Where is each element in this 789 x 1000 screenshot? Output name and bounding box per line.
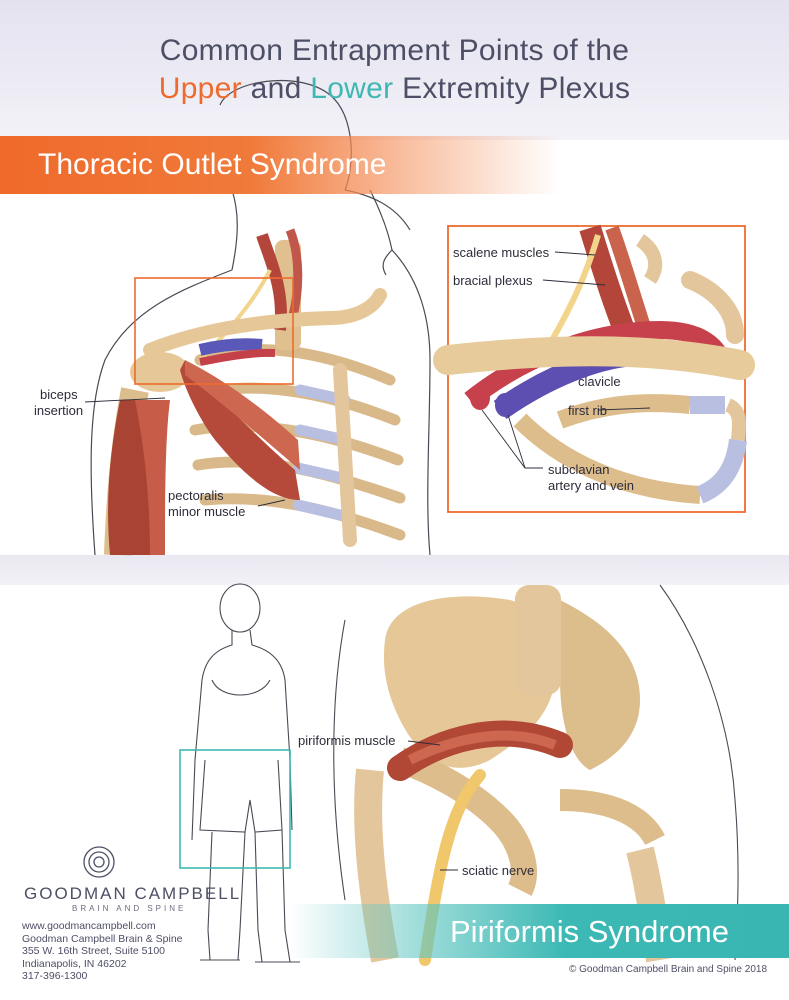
label-bracial-plexus: bracial plexus <box>453 273 533 288</box>
title-and: and <box>250 72 302 105</box>
logo-subtitle: BRAIN AND SPINE <box>72 904 187 913</box>
copyright-notice: © Goodman Campbell Brain and Spine 2018 <box>568 964 767 975</box>
page-title-line2: Upper and Lower Extremity Plexus <box>0 72 789 106</box>
muscles <box>108 360 300 555</box>
section-divider-band <box>0 555 789 585</box>
logo-name: GOODMAN CAMPBELL <box>24 884 242 903</box>
section-title-piriformis: Piriformis Syndrome <box>449 914 729 949</box>
label-biceps-insertion: biceps insertion <box>34 387 84 418</box>
label-pectoralis-minor: pectoralis minor muscle <box>168 488 246 519</box>
phone-number: 317-396-1300 <box>22 970 88 982</box>
label-first-rib: first rib <box>568 403 607 418</box>
section-banner-piriformis: Piriformis Syndrome <box>289 904 789 958</box>
label-sciatic-nerve: sciatic nerve <box>462 863 535 878</box>
address-block: www.goodmancampbell.com Goodman Campbell… <box>22 920 183 982</box>
title-upper: Upper <box>158 72 242 105</box>
header-background <box>0 0 789 140</box>
section-title-thoracic: Thoracic Outlet Syndrome <box>38 148 387 181</box>
zoom-region-box-lower <box>179 749 291 869</box>
pelvis-bones <box>354 585 674 966</box>
title-rest: Extremity Plexus <box>402 72 631 105</box>
leader-lines-lower <box>407 740 458 871</box>
website-link[interactable]: www.goodmancampbell.com <box>22 920 156 932</box>
label-scalene-muscles: scalene muscles <box>453 245 550 260</box>
label-subclavian: subclavian artery and vein <box>548 462 634 493</box>
section-banner-thoracic: Thoracic Outlet Syndrome <box>0 136 560 194</box>
zoom-region-box <box>134 277 294 385</box>
standing-figure <box>191 583 300 963</box>
label-clavicle: clavicle <box>578 374 621 389</box>
goodman-campbell-logo-icon <box>83 846 115 878</box>
label-piriformis-muscle: piriformis muscle <box>298 733 396 748</box>
page-title-line1: Common Entrapment Points of the <box>159 34 630 67</box>
inset-detail <box>433 224 755 513</box>
leader-lines-upper <box>84 251 651 507</box>
title-lower: Lower <box>310 72 394 105</box>
torso-outline <box>90 79 431 556</box>
